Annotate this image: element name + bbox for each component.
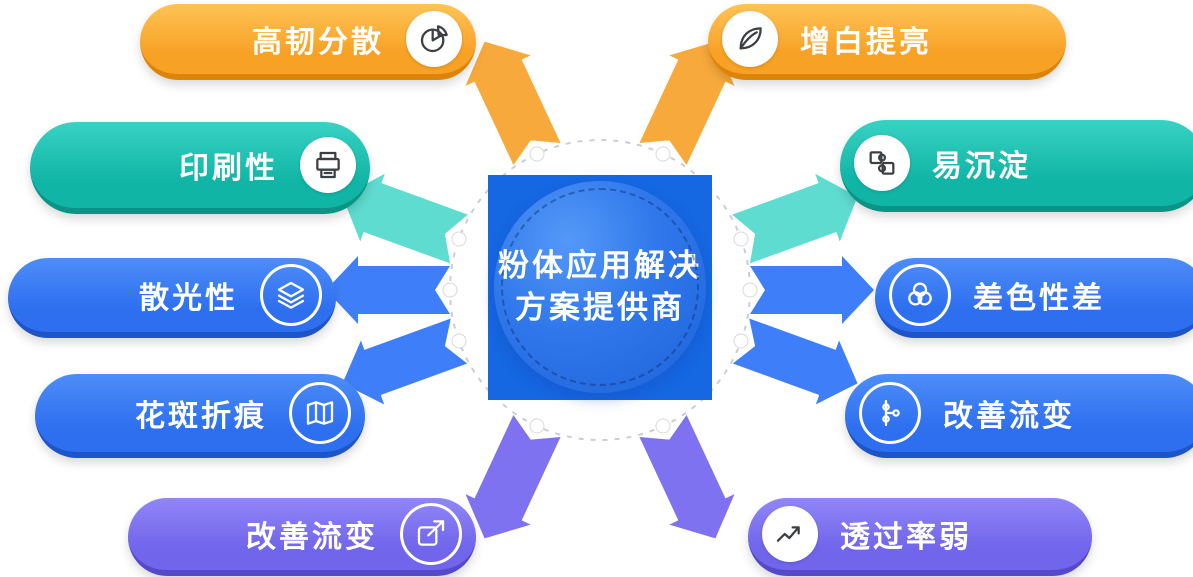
- pill-label: 改善流变: [943, 400, 1075, 433]
- color-circles-icon: [889, 264, 951, 326]
- pie-chart-icon: [406, 11, 462, 67]
- arrow-top-right: [639, 41, 735, 165]
- layers-icon: [260, 264, 322, 326]
- puzzle-icon: [854, 135, 910, 191]
- pill-label: 改善流变: [246, 521, 378, 554]
- pill-right-1: 增白提亮: [708, 4, 1066, 80]
- pill-left-2: 印刷性: [30, 122, 370, 214]
- commit-dots-icon: [859, 382, 921, 444]
- pill-label: 增白提亮: [800, 26, 932, 59]
- compose-arrow-icon: [400, 503, 462, 565]
- arrow-bottom-left: [465, 415, 561, 539]
- pill-label: 差色性差: [973, 282, 1105, 315]
- arrow-upper-left: [342, 173, 468, 264]
- arrow-mid-right: [750, 256, 874, 324]
- pill-right-3: 差色性差: [875, 258, 1193, 338]
- trend-line-icon: [762, 506, 818, 562]
- pill-left-1: 高韧分散: [140, 4, 476, 80]
- pill-left-5: 改善流变: [128, 498, 476, 576]
- pill-right-5: 透过率弱: [748, 498, 1092, 576]
- leaf-icon: [722, 11, 778, 67]
- pill-right-4: 改善流变: [845, 374, 1193, 458]
- center-circle: 粉体应用解决 方案提供商: [494, 181, 706, 393]
- map-icon: [289, 382, 351, 444]
- arrow-upper-right: [732, 173, 858, 264]
- arrow-lower-left: [342, 318, 468, 405]
- connector-dots: [442, 146, 758, 434]
- pill-label: 透过率弱: [840, 521, 972, 554]
- pill-label: 易沉淀: [932, 150, 1031, 183]
- arrow-top-left: [465, 41, 561, 165]
- arrow-mid-left: [326, 256, 450, 324]
- pill-left-4: 花斑折痕: [35, 374, 365, 458]
- printer-icon: [300, 137, 356, 193]
- arrow-bottom-right: [639, 415, 735, 539]
- arrow-lower-right: [732, 318, 858, 405]
- pill-right-2: 易沉淀: [840, 120, 1193, 212]
- pill-left-3: 散光性: [8, 258, 336, 338]
- center-title-line1: 粉体应用解决: [498, 248, 702, 284]
- pill-label: 印刷性: [179, 152, 278, 185]
- center-title-line2: 方案提供商: [515, 290, 685, 325]
- pill-label: 散光性: [139, 282, 238, 315]
- pill-label: 高韧分散: [252, 26, 384, 59]
- pill-label: 花斑折痕: [135, 400, 267, 433]
